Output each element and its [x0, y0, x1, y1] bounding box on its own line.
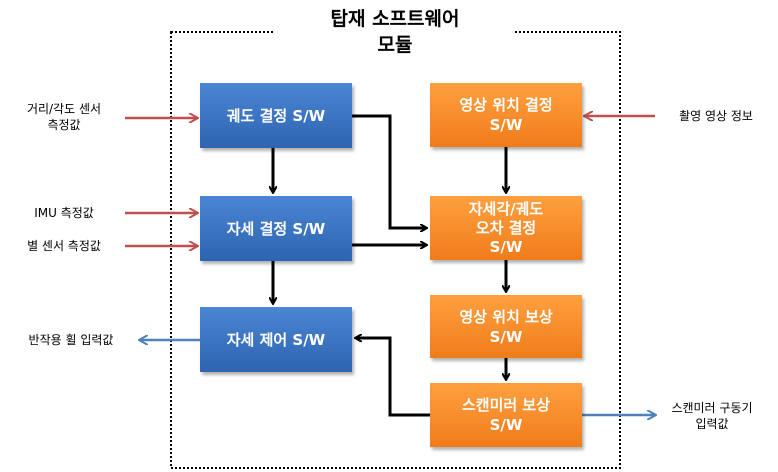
wheel-output-label: 반작용 휠 입력값: [28, 333, 114, 347]
image-info-label: 촬영 영상 정보: [679, 109, 753, 123]
attitude-determination-block: 자세 결정 S/W: [200, 196, 352, 261]
imu-label: IMU 측정값: [34, 206, 94, 220]
arrow-mirror-to-control: [356, 338, 430, 417]
arrow-orbit-to-error: [352, 114, 426, 228]
attitude-control-block: 자세 제어 S/W: [200, 307, 352, 372]
orbit-determination-block: 궤도 결정 S/W: [200, 83, 352, 148]
star-sensor-label: 별 센서 측정값: [27, 239, 101, 253]
